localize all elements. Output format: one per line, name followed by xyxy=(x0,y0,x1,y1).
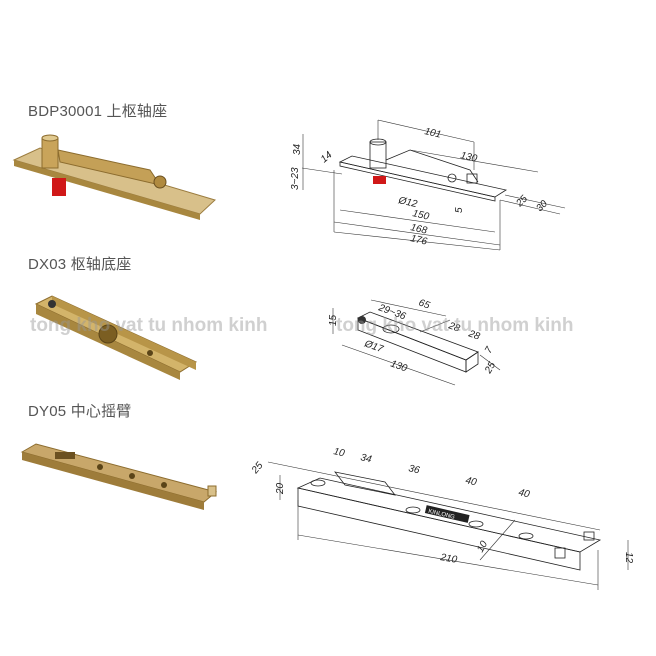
dim-36: 36 xyxy=(407,463,421,476)
brand-plate-kinlong: KINLONG xyxy=(428,509,456,521)
dim-25: 25 xyxy=(249,460,266,477)
dim-176: 176 xyxy=(409,233,428,248)
dim-65: 65 xyxy=(417,297,432,311)
dim-34: 34 xyxy=(359,452,373,465)
dim-25: 25 xyxy=(483,360,499,376)
product-title-bdp30001: BDP30001 上枢轴座 xyxy=(28,103,168,120)
product-title-dy05: DY05 中心摇臂 xyxy=(28,403,132,420)
dim-150: 150 xyxy=(411,208,430,223)
dim-130: 130 xyxy=(389,358,409,374)
product-photo-dx03 xyxy=(34,295,198,380)
dim-14: 14 xyxy=(319,149,335,165)
dim-25: 25 xyxy=(514,193,531,210)
dim-101: 101 xyxy=(423,126,442,140)
dim-40a: 40 xyxy=(464,475,478,488)
watermark-right: tong kho vat tu nhom kinh xyxy=(336,315,574,336)
technical-drawing-bdp30001: 101 130 34 3~23 14 Ø12 5 150 168 176 25 … xyxy=(290,119,566,251)
technical-drawing-dx03: 29~36 65 15 28 28 Ø17 7 130 25 xyxy=(328,297,501,386)
watermark-left: tong kho vat tu nhom kinh xyxy=(30,315,268,336)
dim-10a: 10 xyxy=(332,446,346,459)
dim-15: 15 xyxy=(328,314,339,326)
dim-34: 34 xyxy=(292,143,303,155)
dim-phi17: Ø17 xyxy=(362,338,385,355)
dim-168: 168 xyxy=(409,222,428,237)
product-photo-bdp30001 xyxy=(12,134,216,220)
dim-20: 20 xyxy=(275,482,286,495)
dim-28b: 28 xyxy=(466,328,482,343)
technical-drawing-dy05: KINLONG 10 34 36 40 40 25 20 10 210 12 xyxy=(249,446,634,590)
dim-7: 7 xyxy=(483,345,496,356)
product-photo-dy05 xyxy=(20,443,218,510)
dim-40b: 40 xyxy=(517,487,531,500)
dim-phi12: Ø12 xyxy=(396,195,418,210)
dim-28a: 28 xyxy=(446,320,462,335)
dim-3-23: 3~23 xyxy=(290,167,301,190)
dim-5: 5 xyxy=(454,207,465,213)
dim-30: 30 xyxy=(534,198,550,214)
dim-210: 210 xyxy=(438,552,458,566)
dim-130: 130 xyxy=(459,150,478,165)
product-title-dx03: DX03 枢轴底座 xyxy=(28,256,132,273)
dim-10b: 10 xyxy=(475,539,490,555)
dim-12: 12 xyxy=(623,552,634,564)
